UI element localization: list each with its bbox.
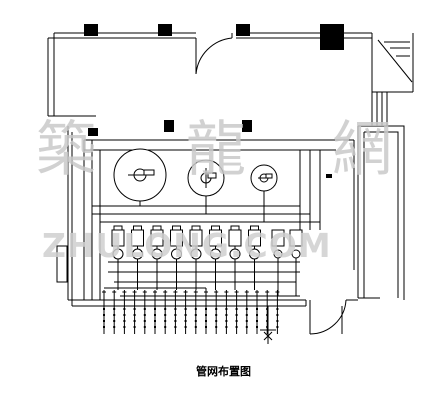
outlet-pipe xyxy=(224,290,229,334)
pump xyxy=(150,225,164,290)
outlet-pipe xyxy=(183,290,188,334)
outlet-pipe xyxy=(122,290,127,334)
outlet-pipe xyxy=(142,290,147,334)
watermark-url: ZHULONG.COM xyxy=(42,226,332,265)
pump-small xyxy=(271,229,285,296)
outlet-pipe xyxy=(102,290,106,334)
column-blocks xyxy=(84,24,344,178)
outlet-pipe xyxy=(204,290,208,334)
pump xyxy=(209,225,222,290)
pump xyxy=(248,225,261,290)
building-outline xyxy=(47,32,414,335)
outlet-pipe xyxy=(153,290,157,334)
tanks xyxy=(113,148,278,202)
watermark-char-3: 網 xyxy=(332,115,392,185)
outlet-pipe xyxy=(112,290,117,334)
pump xyxy=(111,225,125,290)
outlet-pipe xyxy=(234,290,239,334)
pump xyxy=(131,225,144,290)
pump xyxy=(228,225,242,290)
drawing-caption: 管网布置图 xyxy=(196,365,251,378)
outlet-pipe xyxy=(173,290,178,334)
watermark-char-1: 築 xyxy=(36,115,96,185)
outlet-pipe xyxy=(265,290,270,334)
outlet-pipe xyxy=(255,290,259,334)
outlet-pipe xyxy=(132,290,137,334)
outlet-pipes xyxy=(102,290,280,334)
watermark-char-2: 龍 xyxy=(186,115,246,185)
outlet-pipe xyxy=(193,290,198,334)
outlet-pipe xyxy=(275,290,280,334)
pump-small xyxy=(289,229,303,296)
pipe-network xyxy=(83,139,354,344)
outlet-pipe xyxy=(214,290,219,334)
outlet-pipe xyxy=(244,290,249,334)
outlet-pipe xyxy=(163,290,168,334)
pump xyxy=(189,225,203,290)
pump xyxy=(170,225,183,290)
pump-row xyxy=(111,225,303,296)
